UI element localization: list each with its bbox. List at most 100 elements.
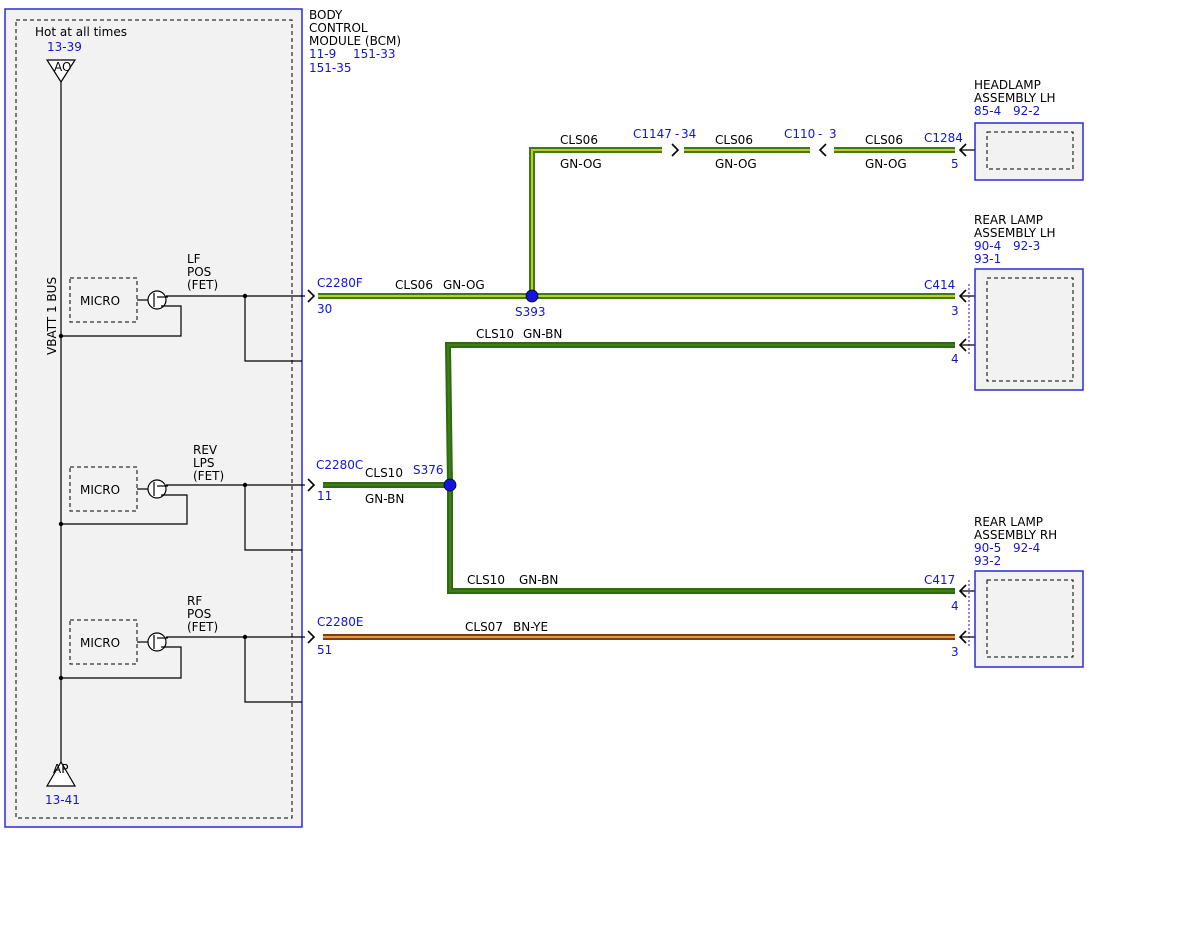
wire-rev-rh-circuit: CLS10: [467, 573, 505, 587]
bus-junction-dot: [58, 333, 64, 339]
wire-rev-lh-color: GN-BN: [523, 327, 562, 341]
wire-head-seg2-color: GN-OG: [715, 157, 757, 171]
c1284-pin: 5: [951, 157, 959, 171]
wire-head-seg3-circuit: CLS06: [865, 133, 903, 147]
splice-s393-label: S393: [515, 305, 546, 319]
rear-lh-ref-b: 92-3: [1013, 239, 1040, 253]
output-junction-dot: [242, 293, 248, 299]
c1147-arrow-icon: [671, 143, 680, 157]
wire-head-seg3-color: GN-OG: [865, 157, 907, 171]
splice-s376-label: S376: [413, 463, 444, 477]
fet-icon: [147, 632, 167, 652]
wire-rev-color: GN-BN: [365, 492, 404, 506]
fet-label-line2: LPS: [193, 456, 215, 470]
fet-label-line3: (FET): [193, 469, 224, 483]
fet-label-line1: LF: [187, 252, 201, 266]
c417-pin-b: 3: [951, 645, 959, 659]
c414-label: C414: [924, 278, 955, 292]
fet-supply-line: [61, 646, 182, 679]
headlamp-assembly-lh: HEADLAMP ASSEMBLY LH 85-4 92-2: [974, 78, 1084, 181]
bcm-ref-2: 151-33: [353, 47, 396, 61]
rear-lamp-assembly-rh: REAR LAMP ASSEMBLY RH 90-5 92-4 93-2: [974, 515, 1084, 668]
c1284-label: C1284: [924, 131, 963, 145]
wire-rf-circuit: CLS07: [465, 620, 503, 634]
wire-lf-circuit: CLS06: [395, 278, 433, 292]
wire-rev-circuit: CLS10: [365, 466, 403, 480]
rear-lh-title-line1: REAR LAMP: [974, 213, 1043, 227]
fet-label-line3: (FET): [187, 620, 218, 634]
rear-lamp-assembly-lh: REAR LAMP ASSEMBLY LH 90-4 92-3 93-1: [974, 213, 1084, 391]
c2280c-label: C2280C: [316, 458, 363, 472]
fet-label-line3: (FET): [187, 278, 218, 292]
rear-lh-ref-a: 90-4: [974, 239, 1001, 253]
rear-rh-title-line2: ASSEMBLY RH: [974, 528, 1057, 542]
feedback-line: [244, 485, 302, 551]
rear-lh-title-line2: ASSEMBLY LH: [974, 226, 1056, 240]
wire-head-seg1-color: GN-OG: [560, 157, 602, 171]
fet-supply-line: [61, 305, 182, 337]
c2280c-pin: 11: [317, 489, 332, 503]
rear-rh-title-line1: REAR LAMP: [974, 515, 1043, 529]
c2280f-arrow-icon: [307, 289, 316, 303]
c414-pin-b: 4: [951, 352, 959, 366]
component-inner-dashed: [986, 131, 1074, 170]
bcm-title-line3: MODULE (BCM): [309, 34, 401, 48]
fet-label-line2: POS: [187, 265, 211, 279]
wire-rev-rh-color: GN-BN: [519, 573, 558, 587]
bcm-title-line1: BODY: [309, 8, 343, 22]
headlamp-ref-a: 85-4: [974, 104, 1001, 118]
c2280c-arrow-icon: [307, 478, 316, 492]
splice-s376-icon: [443, 478, 457, 492]
bcm-inner-dashed-border: [15, 19, 293, 819]
bus-junction-dot: [58, 521, 64, 527]
splice-s393-icon: [525, 289, 539, 303]
c1147-dash: -: [675, 127, 679, 141]
component-background: [975, 571, 1083, 667]
wire-rev-lh-circuit: CLS10: [476, 327, 514, 341]
micro-box: [69, 619, 138, 665]
terminal-ao-icon: [45, 59, 77, 84]
c2280e-label: C2280E: [317, 615, 364, 629]
component-border: [974, 570, 1084, 668]
c1147-pin: 34: [681, 127, 696, 141]
headlamp-title-line2: ASSEMBLY LH: [974, 91, 1056, 105]
bcm-background: [5, 9, 302, 827]
component-border: [974, 122, 1084, 181]
component-background: [975, 269, 1083, 390]
wire-rev-to-rh-stripe: [449, 485, 955, 592]
c417-pin-a: 4: [951, 599, 959, 613]
wire-head-riser-outer: [529, 147, 662, 296]
headlamp-title-line1: HEADLAMP: [974, 78, 1041, 92]
wire-lf-color: GN-OG: [443, 278, 485, 292]
wire-rev-to-lh-outer: [444, 342, 955, 486]
bcm-title-block: BODY CONTROL MODULE (BCM) 11-9 151-33 15…: [309, 8, 401, 75]
c110-dash: -: [818, 127, 822, 141]
wire-head-seg2-circuit: CLS06: [715, 133, 753, 147]
fet-supply-line: [61, 494, 188, 525]
headlamp-ref-b: 92-2: [1013, 104, 1040, 118]
feedback-line: [244, 296, 302, 362]
rear-rh-ref-a: 90-5: [974, 541, 1001, 555]
terminal-ap-icon: [45, 760, 77, 787]
output-junction-dot: [242, 634, 248, 640]
feedback-line: [244, 637, 302, 703]
rear-rh-ref-b: 92-4: [1013, 541, 1040, 555]
wire-rev-to-lh-stripe: [446, 344, 955, 486]
fet-label-line1: RF: [187, 594, 202, 608]
hot-at-all-times-label: Hot at all times: [35, 25, 127, 39]
c414-pin-a: 3: [951, 304, 959, 318]
c110-pin: 3: [829, 127, 837, 141]
wire-harness: [318, 147, 955, 640]
c417-label: C417: [924, 573, 955, 587]
rear-rh-ref-c: 93-2: [974, 554, 1001, 568]
connector-markers: [307, 143, 987, 648]
channel-rev-lps: MICRO REV LPS (FET): [58, 443, 305, 551]
bcm-title-line2: CONTROL: [309, 21, 368, 35]
c2280e-pin: 51: [317, 643, 332, 657]
micro-label: MICRO: [80, 483, 120, 497]
top-page-ref: 13-39: [47, 40, 82, 54]
wire-head-seg1-circuit: CLS06: [560, 133, 598, 147]
channel-rf-pos: MICRO RF POS (FET): [58, 594, 305, 703]
wire-head-riser-stripe: [531, 149, 662, 296]
fet-label-line1: REV: [193, 443, 218, 457]
